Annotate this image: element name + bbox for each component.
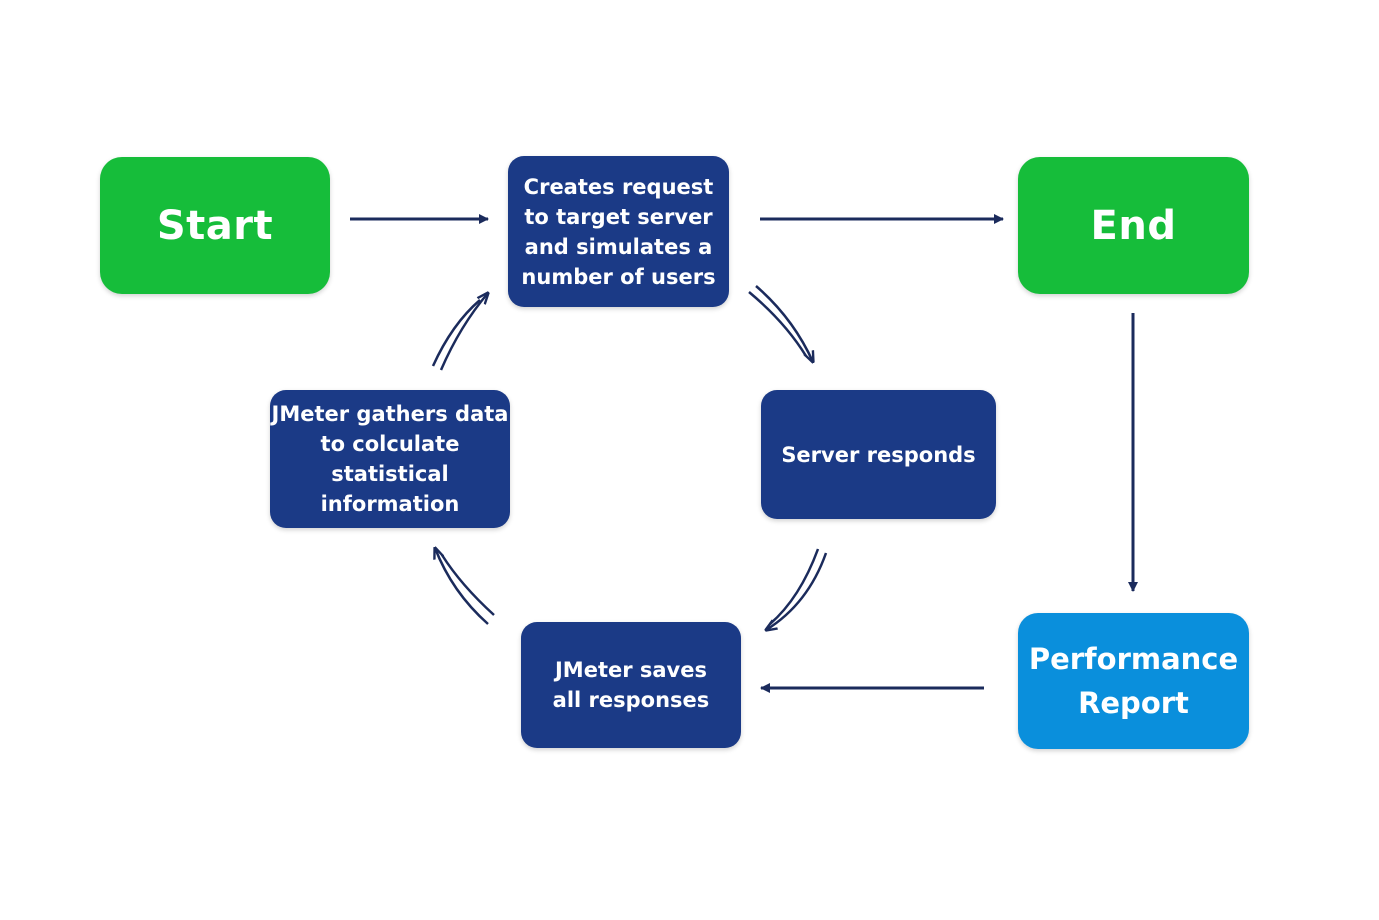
performance-report-node: Performance Report bbox=[1018, 613, 1249, 749]
jmeter-saves-node: JMeter saves all responses bbox=[521, 622, 741, 748]
performance-report-label: Performance Report bbox=[1028, 642, 1239, 720]
arrow-respond-to-saves bbox=[766, 548, 828, 630]
end-node: End bbox=[1018, 157, 1249, 294]
arrow-saves-to-gathers bbox=[435, 548, 495, 625]
jmeter-saves-label: JMeter saves all responses bbox=[552, 658, 710, 712]
jmeter-gathers-node: JMeter gathers data to colculate statist… bbox=[270, 390, 510, 528]
create-request-node: Creates request to target server and sim… bbox=[508, 156, 729, 307]
start-label: Start bbox=[156, 202, 274, 249]
arrow-gathers-to-create bbox=[431, 293, 488, 371]
create-request-label: Creates request to target server and sim… bbox=[521, 174, 716, 289]
end-label: End bbox=[1090, 202, 1177, 249]
start-node: Start bbox=[100, 157, 330, 294]
arrow-create-to-respond bbox=[748, 285, 813, 362]
server-responds-label: Server responds bbox=[781, 442, 976, 467]
jmeter-gathers-label: JMeter gathers data to colculate statist… bbox=[271, 402, 509, 516]
server-responds-node: Server responds bbox=[761, 390, 996, 519]
